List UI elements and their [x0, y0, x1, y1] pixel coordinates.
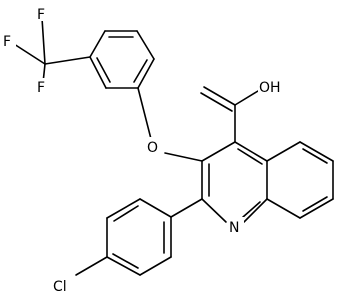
- ether-oxygen-label: O: [147, 140, 158, 156]
- ring-bond: [201, 198, 227, 223]
- ring-double-bond: [242, 201, 261, 218]
- chlorine-label: Cl: [53, 279, 67, 294]
- ring-bond: [106, 198, 141, 219]
- ring-bond: [139, 256, 172, 276]
- ring-double-bond: [133, 59, 148, 83]
- ring-bond: [243, 198, 268, 223]
- ring-double-bond: [302, 196, 328, 212]
- quinoline-nitrogen-label: N: [229, 220, 239, 236]
- bond-oxygen-quinoline: [164, 152, 203, 162]
- ring-bond: [299, 198, 334, 219]
- phenoxy-ring: [89, 30, 155, 89]
- chlorophenyl-ring: [75, 198, 203, 276]
- ring-bond: [137, 58, 155, 89]
- ring-bond: [136, 30, 155, 60]
- bond-cf3-f-top: [41, 17, 46, 65]
- bond-carbonyl: [203, 86, 236, 106]
- carboxylic-acid-group: [200, 86, 259, 143]
- bond-carboxyl-oh: [234, 90, 259, 106]
- ring-double-bond: [237, 148, 263, 165]
- ring-bond: [89, 56, 107, 89]
- trifluoromethyl-group: [13, 17, 91, 84]
- ring-double-bond: [96, 57, 111, 83]
- ring-bond: [266, 198, 301, 219]
- ring-bond: [266, 141, 301, 162]
- ring-bond: [89, 30, 106, 58]
- bond-phenyl-chlorine: [75, 256, 108, 276]
- bond-quinoline-phenyl: [170, 198, 203, 218]
- quinoline-benzo-ring: [266, 141, 334, 219]
- bond-cf3-f-left: [13, 43, 46, 65]
- ring-double-bond: [113, 205, 139, 222]
- carboxylic-oh-label: OH: [259, 80, 281, 96]
- ring-bond: [106, 256, 141, 276]
- ring-double-bond: [112, 253, 139, 269]
- bond-carbonyl-double: [200, 92, 233, 112]
- quinoline-pyridine-ring: [201, 141, 268, 223]
- ring-bond: [299, 141, 334, 162]
- fluorine-left-label: F: [3, 34, 11, 50]
- ether-linkage: [137, 87, 203, 162]
- fluorine-bottom-label: F: [37, 80, 45, 96]
- ring-bond: [234, 141, 268, 162]
- ring-double-bond: [302, 148, 328, 164]
- bond-cf3-ring: [44, 56, 91, 65]
- ring-bond: [139, 198, 172, 218]
- ring-bond: [201, 141, 236, 162]
- fluorine-top-label: F: [37, 7, 45, 23]
- bond-ring-oxygen: [137, 87, 152, 140]
